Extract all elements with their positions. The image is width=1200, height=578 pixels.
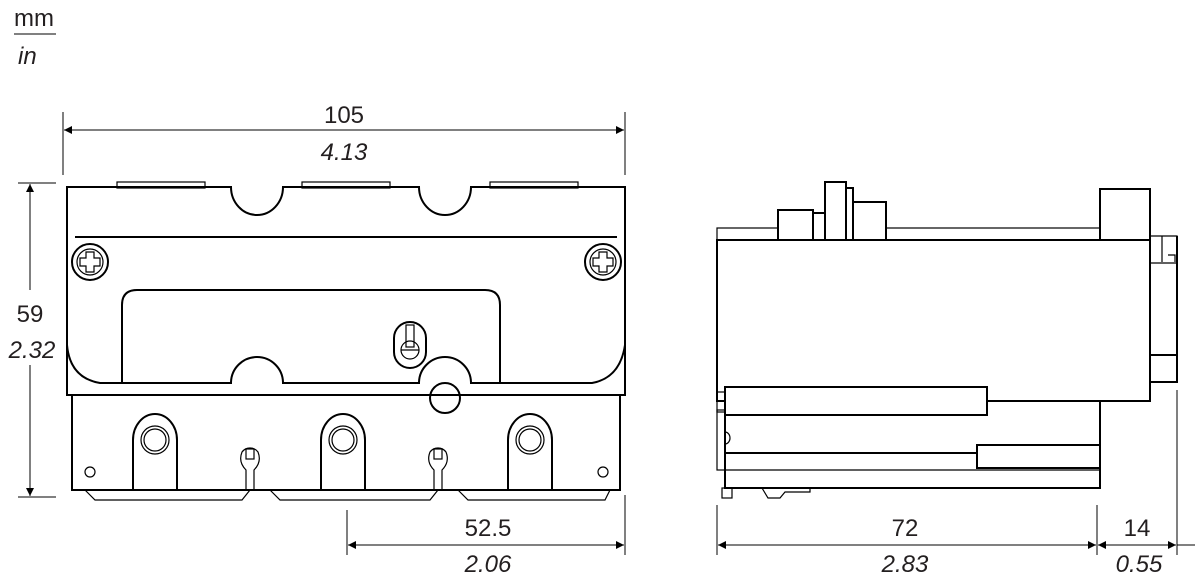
screw-right [584,243,622,281]
dim-rear-mm: 14 [1124,515,1151,542]
side-foot [721,487,733,499]
rear-bracket [1150,235,1178,264]
screw-left [71,243,109,281]
test-button [429,382,461,414]
lug [240,447,260,490]
hole [597,466,609,478]
dim-height-in: 2.32 [8,337,56,364]
dim-terminal-offset: 52.5 2.06 [346,495,626,578]
dim-depth-mm: 72 [892,515,919,542]
dim-height: 59 2.32 [8,182,56,498]
side-block [1099,188,1151,241]
dim-height-mm: 59 [17,301,44,328]
upper-body [66,186,626,396]
terminal [320,413,366,490]
dim-width-in: 4.13 [321,139,368,166]
front-view [66,181,626,501]
side-clip [716,391,726,413]
lug [428,447,448,490]
bottom-feet [84,489,611,501]
dim-width-mm: 105 [324,102,364,129]
side-block [845,187,854,241]
dim-depth: 72 2.83 [716,390,1178,578]
hole [84,466,96,478]
side-inner-bar [976,444,1101,469]
rear-block [1150,354,1178,383]
side-block [824,181,847,241]
lower-body [71,395,621,491]
dim-offset-mm: 52.5 [465,515,512,542]
dim-width: 105 4.13 [62,102,626,175]
side-view [716,181,1178,499]
terminal [507,413,553,490]
side-main-body [716,239,1151,402]
side-clip-foot [761,487,811,499]
unit-mm: mm [14,5,54,32]
side-bar [724,386,988,416]
side-block [852,201,887,241]
dim-rear: 14 0.55 [1098,515,1195,578]
unit-legend: mm in [14,5,56,70]
dim-depth-in: 2.83 [881,551,929,578]
dim-offset-in: 2.06 [464,551,512,578]
unit-in: in [18,43,37,70]
cover-outline [66,344,626,384]
side-block [777,209,814,241]
label-window [121,289,501,383]
side-clip [716,409,726,471]
terminal [132,413,178,490]
dim-rear-in: 0.55 [1116,551,1163,578]
side-block [812,212,826,241]
side-knob [724,431,731,445]
top-rail [716,227,1101,241]
adjustment-dial [393,321,427,369]
